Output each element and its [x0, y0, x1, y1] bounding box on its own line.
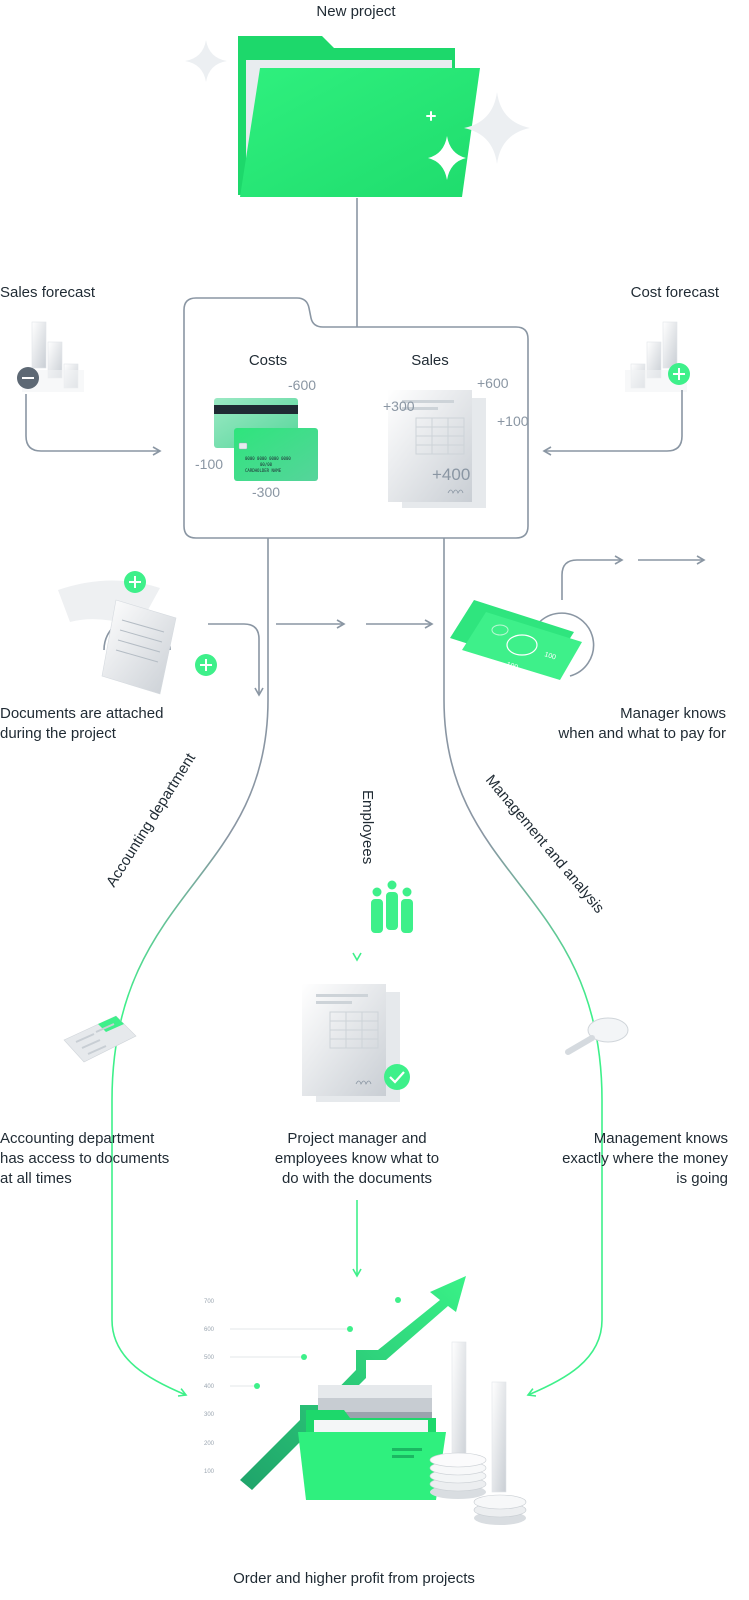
documents-attached-text: Documents are attached: [0, 705, 163, 722]
footer-text: Order and higher profit from projects: [233, 1570, 475, 1587]
management-knows-text: is going: [676, 1170, 728, 1187]
accounting-access-text: at all times: [0, 1170, 72, 1187]
sales-value: +400: [432, 465, 470, 484]
profit-chart-illustration: 700 600 500 400 300 200 100: [204, 1276, 527, 1525]
accounting-flow-line: [111, 538, 269, 1397]
attached-documents-icon: [58, 580, 177, 695]
new-project-folder-icon: [238, 36, 480, 197]
accounting-access-text: Accounting department: [0, 1130, 155, 1147]
manager-knows-text: Manager knows: [620, 705, 726, 722]
management-knows-text: exactly where the money: [562, 1150, 728, 1167]
card-chip-icon: [238, 442, 248, 450]
sales-value: +100: [497, 413, 529, 429]
chart-tick: 400: [204, 1384, 215, 1390]
project-manager-text: employees know what to: [275, 1150, 439, 1167]
check-icon: [384, 1064, 410, 1090]
money-icon: 100 100: [450, 600, 595, 680]
sparkle-icon: [185, 40, 227, 82]
card-number: 0000 0000 0000 0000: [245, 456, 291, 461]
sales-label: Sales: [411, 352, 449, 369]
manager-knows-text: when and what to pay for: [557, 725, 726, 742]
management-flow-line: [443, 538, 603, 1397]
title-new-project: New project: [316, 3, 396, 20]
card-holder: CARDHOLDER NAME: [245, 468, 282, 473]
sales-value: +600: [477, 375, 509, 391]
chart-tick: 200: [204, 1441, 215, 1447]
documents-attached-text: during the project: [0, 725, 117, 742]
chart-tick: 100: [204, 1469, 215, 1475]
cost-value: -100: [195, 456, 223, 472]
sales-value: +300: [383, 398, 415, 414]
chart-tick: 700: [204, 1299, 215, 1305]
chart-tick: 300: [204, 1412, 215, 1418]
arrow-documents: [208, 623, 264, 697]
chart-tick: 500: [204, 1355, 215, 1361]
approved-documents-icon: [302, 984, 400, 1102]
plus-icon: [673, 368, 685, 380]
accounting-department-label: Accounting department: [103, 750, 200, 891]
arrow-cost-forecast: [542, 390, 683, 456]
project-manager-text: do with the documents: [282, 1170, 432, 1187]
signature-icon: [447, 489, 464, 495]
sales-forecast-chart-icon: [22, 321, 84, 392]
sparkle-icon: [428, 136, 466, 180]
calculator-icon: [63, 1015, 137, 1063]
project-manager-text: Project manager and: [287, 1130, 426, 1147]
sparkle-icon: [464, 92, 530, 164]
bill-value: 100: [505, 661, 518, 671]
management-analysis-label: Management and analysis: [482, 772, 608, 917]
sales-documents-icon: [388, 390, 486, 508]
card-expiry: 00/00: [260, 462, 273, 467]
employees-people-icon: [371, 880, 413, 933]
costs-label: Costs: [249, 352, 287, 369]
cost-value: -600: [288, 377, 316, 393]
employees-label: Employees: [359, 790, 376, 864]
management-knows-text: Management knows: [594, 1130, 728, 1147]
plus-icon: [129, 576, 141, 588]
arrow-payment: [561, 555, 624, 600]
cost-value: -300: [252, 484, 280, 500]
cost-forecast-label: Cost forecast: [631, 284, 720, 301]
credit-cards-icon: 0000 0000 0000 0000 00/00 CARDHOLDER NAM…: [214, 398, 318, 481]
chart-tick: 600: [204, 1327, 215, 1333]
check-icon: [389, 1071, 405, 1084]
bill-value: 100: [543, 651, 556, 661]
accounting-access-text: has access to documents: [0, 1150, 169, 1167]
plus-icon: [200, 659, 212, 671]
arrow-sales-forecast: [25, 394, 162, 456]
magnifier-icon: [565, 1017, 629, 1055]
sales-forecast-label: Sales forecast: [0, 284, 96, 301]
